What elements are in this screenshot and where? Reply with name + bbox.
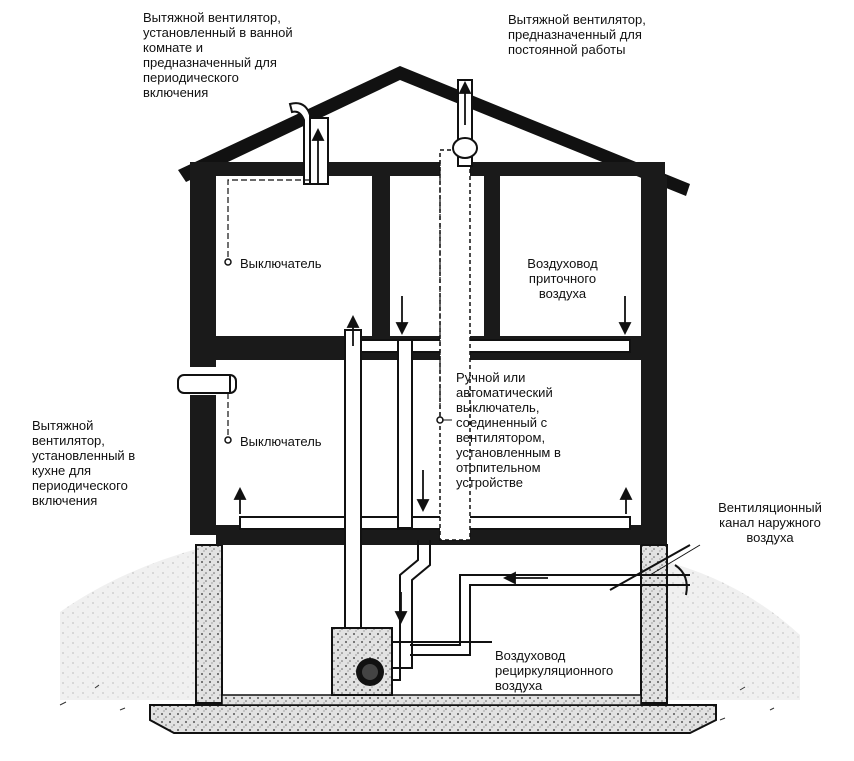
bath-fan-vent [288, 102, 329, 185]
control-wires [227, 160, 441, 440]
basement-wall-right [640, 544, 668, 704]
manual-switch-label: Ручной или автоматический выключатель, с… [456, 370, 561, 490]
kitchen-fan-label: Вытяжной вентилятор, установленный в кух… [32, 418, 136, 508]
interior-wall-1 [372, 176, 390, 336]
wall-right [641, 176, 667, 544]
switch-bottom-icon [224, 436, 232, 444]
bath-fan-label: Вытяжной вентилятор, установленный в ван… [143, 10, 293, 100]
switch-top-label: Выключатель [240, 256, 322, 271]
outside-air-channel [410, 544, 691, 656]
basement-floor [221, 694, 642, 706]
furnace [331, 627, 393, 696]
supply-duct-label: Воздуховод приточного воздуха [527, 256, 598, 301]
wall-left-upper [190, 162, 216, 367]
ground-marks [59, 684, 775, 721]
kitchen-fan [177, 374, 237, 394]
wall-left-lower [190, 395, 216, 535]
attic-floor [190, 162, 665, 176]
interior-wall-2 [484, 176, 500, 336]
leader-lines [442, 419, 701, 576]
roof [178, 66, 690, 196]
outside-channel-label: Вентиляционный канал наружного воздуха [718, 500, 822, 545]
switch-bottom-label: Выключатель [240, 434, 322, 449]
switch-top-icon [224, 258, 232, 266]
ground-right [660, 560, 800, 700]
basement-wall-left [195, 544, 223, 704]
recirc-duct [392, 540, 492, 681]
const-fan-label: Вытяжной вентилятор, предназначенный для… [508, 12, 646, 57]
supply-duct [239, 329, 631, 696]
recirc-duct-label: Воздуховод рециркуляционного воздуха [495, 648, 614, 693]
ground-left [60, 548, 205, 700]
footing [149, 704, 717, 734]
exhaust-stack [439, 149, 471, 541]
